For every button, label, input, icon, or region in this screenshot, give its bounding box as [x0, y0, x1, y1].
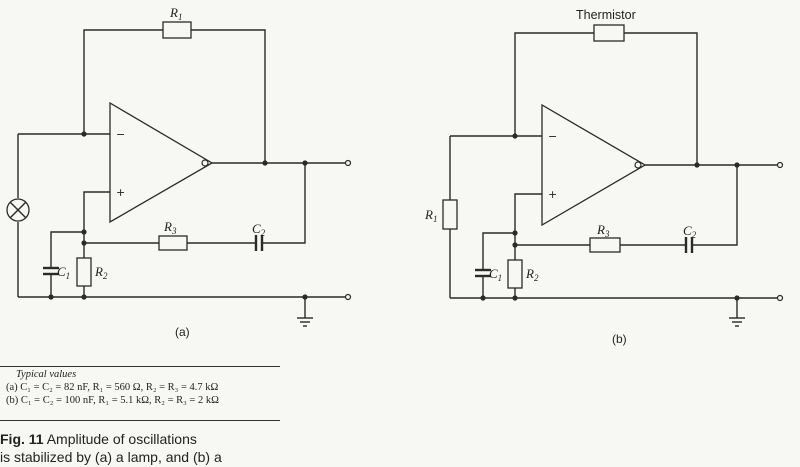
r2-resistor-b	[507, 259, 523, 289]
c1-label-a: C1	[57, 264, 70, 281]
r3-resistor-a	[158, 235, 188, 251]
r3-resistor-b	[589, 237, 621, 253]
ground-icon-a	[297, 317, 313, 327]
typical-values: Typical values (a) C₁ = C₂ = 82 nF, R₁ =…	[6, 368, 278, 407]
r2-label-a: R2	[94, 264, 108, 281]
r1-label-a: R1	[169, 5, 182, 22]
panel-b-label: (b)	[612, 332, 627, 346]
output-bubble-b	[634, 161, 642, 169]
c2-return-wire-a	[262, 163, 306, 244]
c1-wire-top-a	[50, 231, 84, 268]
junction-dot	[480, 295, 486, 301]
minus-sign-a: −	[116, 128, 125, 141]
r1-label-b: R1	[424, 207, 437, 224]
junction-dot	[81, 131, 87, 137]
lamp-cross-2	[9, 201, 27, 219]
ground-terminal-a	[344, 293, 352, 301]
noninverting-input-wire-a	[83, 191, 110, 243]
thermistor-label: Thermistor	[576, 8, 636, 22]
junction-dot	[512, 133, 518, 139]
caption-line-2: is stabilized by (a) a lamp, and (b) a	[0, 449, 222, 465]
r3-label-a: R3	[163, 219, 177, 236]
typical-values-line-a: (a) C₁ = C₂ = 82 nF, R₁ = 560 Ω, R₂ = R₃…	[6, 382, 219, 393]
c2-return-wire-b	[692, 165, 738, 246]
op-amp-b	[541, 103, 647, 227]
junction-dot	[694, 162, 700, 168]
r3-label-b: R3	[596, 222, 610, 239]
junction-dot	[512, 242, 518, 248]
junction-dot	[81, 240, 87, 246]
r2-resistor-a	[76, 257, 92, 287]
plus-sign-b: +	[548, 188, 557, 201]
junction-dot	[512, 230, 518, 236]
circuit-a: R1 − + R3 C2 C1 R2	[6, 5, 352, 339]
noninverting-input-wire-b	[514, 193, 542, 245]
junction-dot	[302, 294, 308, 300]
junction-dot	[512, 295, 518, 301]
r2-label-b: R2	[525, 266, 539, 283]
circuit-b: Thermistor − + R1 R3 C2 C1	[424, 8, 784, 346]
typical-values-line-b: (b) C₁ = C₂ = 100 nF, R₁ = 5.1 kΩ, R₂ = …	[6, 395, 219, 406]
typical-values-top-rule	[0, 366, 280, 367]
plus-sign-a: +	[116, 186, 125, 199]
typical-values-heading: Typical values	[16, 369, 77, 380]
c2-label-a: C2	[252, 221, 266, 238]
junction-dot	[302, 160, 308, 166]
junction-dot	[81, 294, 87, 300]
junction-dot	[81, 229, 87, 235]
r1-resistor-b	[442, 199, 458, 230]
caption-line-1: Amplitude of oscillations	[43, 431, 197, 447]
figure-caption: Fig. 11 Amplitude of oscillations is sta…	[0, 430, 275, 467]
junction-dot	[734, 162, 740, 168]
ground-icon-b	[729, 317, 745, 327]
thermistor-resistor	[593, 24, 625, 42]
op-amp-a	[109, 101, 214, 224]
junction-dot	[262, 160, 268, 166]
output-terminal-a	[344, 159, 352, 167]
panel-a-label: (a)	[175, 325, 190, 339]
output-bubble-a	[201, 159, 209, 167]
minus-sign-b: −	[548, 130, 557, 143]
typical-values-bottom-rule	[0, 420, 280, 421]
c1-wire-top-b	[482, 232, 515, 270]
junction-dot	[48, 294, 54, 300]
output-terminal-b	[776, 161, 784, 169]
c1-label-b: C1	[489, 266, 502, 283]
ground-terminal-b	[776, 294, 784, 302]
junction-dot	[734, 295, 740, 301]
figure-number: Fig. 11	[0, 431, 44, 447]
r1-resistor-a	[162, 21, 192, 39]
c2-label-b: C2	[683, 223, 697, 240]
